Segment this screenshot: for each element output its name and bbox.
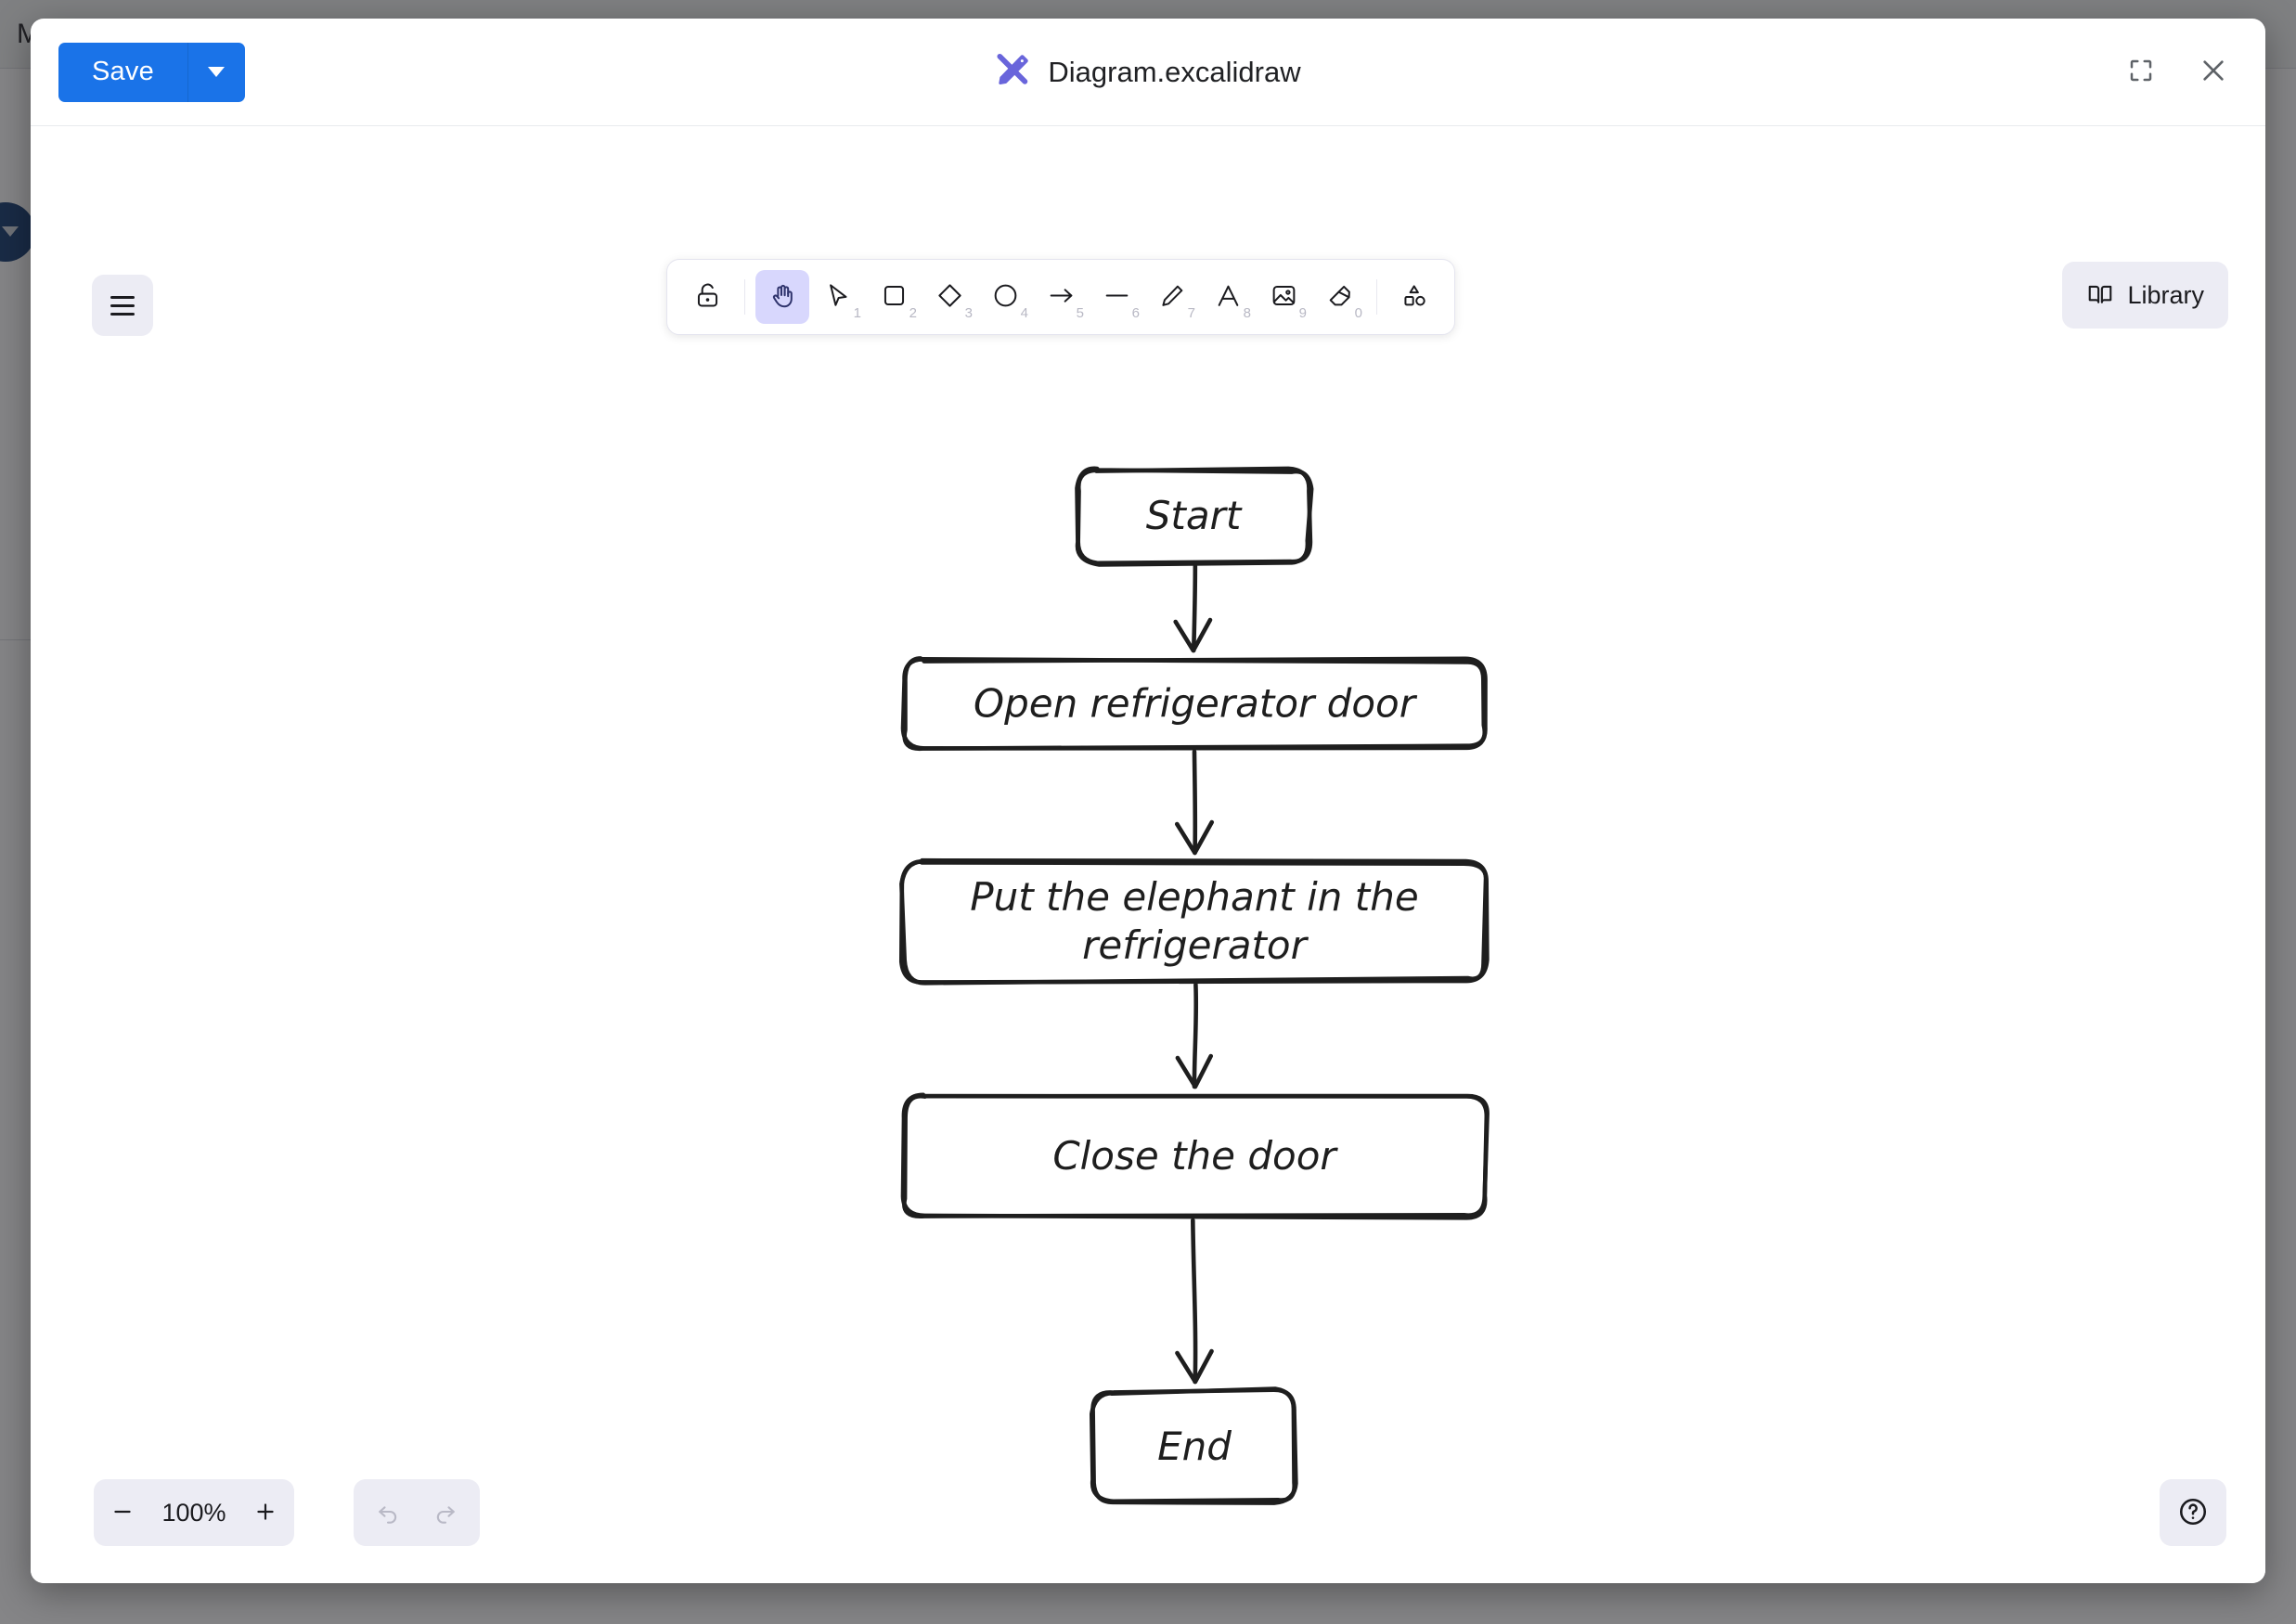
shapes-icon [1400,281,1429,313]
tool-button-shapes[interactable] [1387,270,1441,324]
flowchart-node-label-close: Close the door [1052,1133,1338,1179]
flowchart-arrowhead-close-end [1175,1348,1214,1385]
tool-shortcut-key: 1 [853,305,861,321]
tool-button-eraser[interactable]: 0 [1312,270,1366,324]
tool-button-diamond[interactable]: 3 [922,270,976,324]
undo-icon [375,1499,401,1527]
flowchart-edge-close-end[interactable] [1191,1218,1198,1385]
tool-shortcut-key: 5 [1076,305,1084,321]
fullscreen-button[interactable] [2115,46,2167,98]
lock-icon [693,281,722,313]
flowchart-edge-start-open[interactable] [1191,563,1198,653]
help-circle-icon [2177,1496,2209,1530]
hand-icon [768,281,797,313]
book-icon [2086,280,2114,311]
arrow-icon [1047,281,1076,313]
tool-button-arrow[interactable]: 5 [1034,270,1088,324]
save-button[interactable]: Save [58,42,187,102]
page-title: Diagram.excalidraw [1048,55,1301,88]
flowchart-node-label-end: End [1157,1424,1232,1469]
flowchart-node-label-open: Open refrigerator door [974,681,1418,727]
history-island [354,1479,480,1546]
text-icon [1214,281,1243,313]
diamond-icon [935,281,964,313]
tool-button-hand[interactable] [755,270,809,324]
image-icon [1270,281,1298,313]
flowchart-node-label-start: Start [1146,493,1243,538]
draw-icon [1158,281,1187,313]
flowchart-node-open[interactable] [902,656,1487,752]
rectangle-icon [880,281,909,313]
line-icon [1103,281,1131,313]
close-button[interactable] [2187,46,2239,98]
zoom-out-button[interactable] [94,1479,151,1546]
tool-shortcut-key: 6 [1131,305,1140,321]
modal-title-group: Diagram.excalidraw [31,51,2265,93]
flowchart-arrowhead-open-put [1174,819,1215,856]
ellipse-icon [991,281,1020,313]
header-actions [2115,46,2239,98]
flowchart-arrowhead-put-close [1175,1053,1214,1089]
tool-shortcut-key: 8 [1243,305,1251,321]
tool-shortcut-key: 0 [1354,305,1362,321]
tool-button-selection[interactable]: 1 [811,270,865,324]
tool-shortcut-key: 9 [1298,305,1307,321]
selection-icon [824,281,853,313]
tool-shortcut-key: 4 [1020,305,1028,321]
tool-button-lock[interactable] [680,270,734,324]
tool-button-draw[interactable]: 7 [1145,270,1199,324]
flowchart-node-start[interactable] [1075,466,1314,567]
excalidraw-logo-icon [995,51,1032,93]
undo-button[interactable] [359,1484,417,1541]
menu-button[interactable] [92,275,153,336]
flowchart-node-put[interactable] [899,859,1489,986]
flowchart-node-end[interactable] [1090,1386,1296,1504]
library-button[interactable]: Library [2062,262,2228,329]
tool-shortcut-key: 3 [964,305,973,321]
modal-header: Save Diagram.excalidraw [31,19,2265,126]
fullscreen-icon [2127,57,2155,87]
flowchart-arrowhead-start-open [1173,617,1213,653]
tool-island: 1 2 3 4 5 6 7 8 9 0 [666,259,1455,335]
tool-button-rectangle[interactable]: 2 [867,270,921,324]
help-button[interactable] [2160,1479,2226,1546]
toolbar-separator [1376,279,1377,315]
hamburger-menu-icon [110,295,135,316]
tool-button-line[interactable]: 6 [1090,270,1143,324]
save-dropdown-button[interactable] [187,42,245,102]
redo-button[interactable] [417,1484,474,1541]
zoom-level-value[interactable]: 100% [161,1498,226,1527]
toolbar-separator [744,279,745,315]
close-icon [2199,56,2228,88]
eraser-icon [1325,281,1354,313]
library-label: Library [2127,280,2204,309]
flowchart-edge-put-close[interactable] [1192,982,1199,1089]
zoom-island: 100% [94,1479,294,1546]
flowchart-node-close[interactable] [902,1093,1490,1219]
caret-down-icon [208,67,226,77]
save-split-button: Save [58,42,245,102]
zoom-in-button[interactable] [237,1479,294,1546]
flowchart-edge-open-put[interactable] [1192,749,1198,856]
minus-icon [110,1500,135,1527]
tool-button-ellipse[interactable]: 4 [978,270,1032,324]
redo-icon [432,1499,458,1527]
plus-icon [253,1500,277,1527]
tool-button-text[interactable]: 8 [1201,270,1255,324]
tool-shortcut-key: 2 [909,305,917,321]
tool-button-image[interactable]: 9 [1257,270,1310,324]
excalidraw-modal: Save Diagram.excalidraw [31,19,2265,1583]
tool-shortcut-key: 7 [1187,305,1195,321]
